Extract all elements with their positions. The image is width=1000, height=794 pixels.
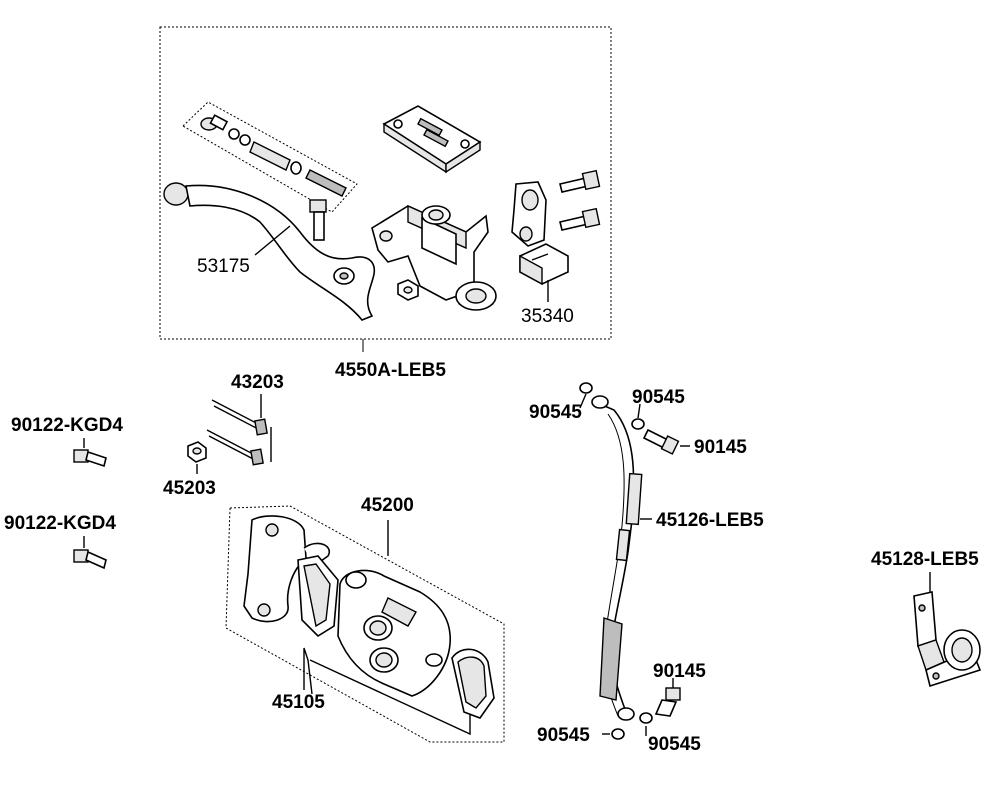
label-90145-bottom: 90145 <box>653 661 706 682</box>
pivot-bolt <box>309 199 327 241</box>
label-90545-bottom-left: 90545 <box>537 725 590 746</box>
piston-kit <box>182 101 358 213</box>
master-cylinder-group-frame <box>159 26 612 340</box>
label-45200: 45200 <box>361 495 414 516</box>
label-35340: 35340 <box>521 306 574 327</box>
reservoir-cap <box>382 105 482 174</box>
banjo-bolt-90145-top <box>642 428 690 455</box>
caliper-pins <box>206 394 272 466</box>
bolt-90122-upper <box>73 438 107 468</box>
washer-90545-top-right <box>631 403 645 430</box>
banjo-bolt-90145-bottom <box>654 678 681 717</box>
nut <box>397 279 419 301</box>
label-90545-top-right: 90545 <box>632 387 685 408</box>
hose-clamp-bracket <box>913 572 982 688</box>
brake-hose <box>591 395 643 721</box>
master-cylinder-group <box>159 26 612 352</box>
bolt-90122-lower <box>73 536 107 570</box>
caliper-group-frame <box>225 505 505 743</box>
label-45128-leb5: 45128-LEB5 <box>871 549 979 570</box>
brake-switch <box>519 243 569 286</box>
nut-45203 <box>187 441 207 474</box>
brake-lever <box>163 182 376 321</box>
label-90545-bottom-right: 90545 <box>648 734 701 755</box>
clamp-bolts <box>559 169 601 231</box>
washer-90545-bottom-right <box>639 712 653 736</box>
label-90122-kgd4-upper: 90122-KGD4 <box>11 415 123 436</box>
label-53175: 53175 <box>197 256 250 277</box>
label-43203: 43203 <box>231 372 284 393</box>
handlebar-clamp <box>511 181 547 247</box>
master-cylinder-body <box>371 204 497 311</box>
label-4550a-leb5: 4550A-LEB5 <box>335 360 446 381</box>
label-90545-top-left: 90545 <box>529 402 582 423</box>
label-90122-kgd4-lower: 90122-KGD4 <box>4 513 116 534</box>
washer-90545-bottom-left <box>602 728 625 740</box>
label-45203: 45203 <box>163 478 216 499</box>
caliper-group <box>225 505 505 743</box>
label-45105: 45105 <box>272 692 325 713</box>
washer-90545-top-left <box>579 382 593 409</box>
label-90145-top: 90145 <box>694 437 747 458</box>
label-45126-leb5: 45126-LEB5 <box>656 510 764 531</box>
